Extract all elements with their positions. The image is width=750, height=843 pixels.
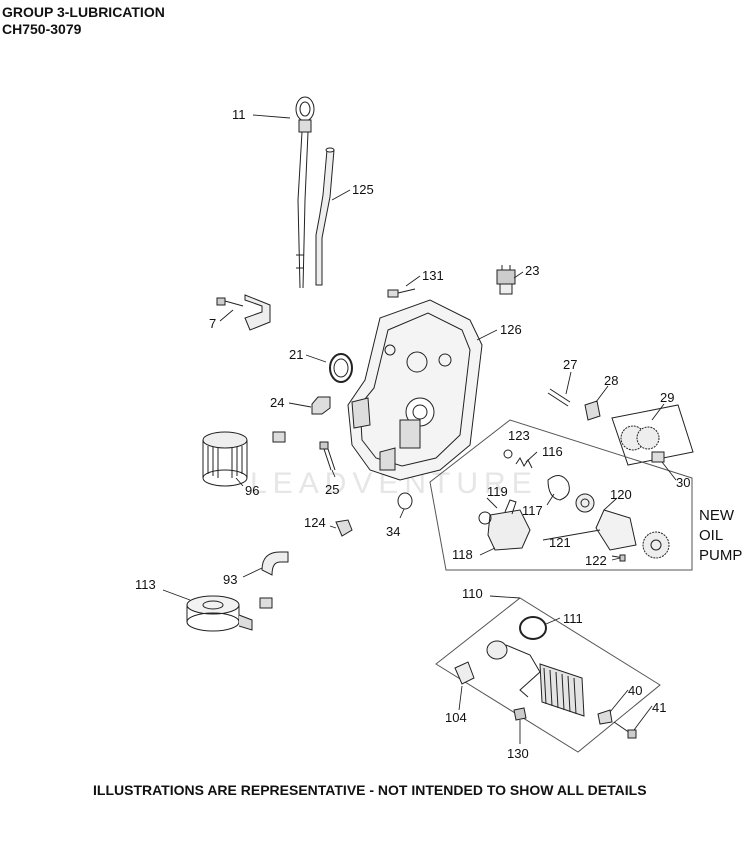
part-123-ball [503, 449, 513, 459]
callout-110: 110 [462, 586, 483, 601]
part-41-bolt [613, 721, 637, 739]
callout-117: 117 [522, 503, 543, 518]
part-111-o-ring [519, 616, 547, 640]
callout-122: 122 [585, 553, 607, 568]
callout-104: 104 [445, 710, 467, 725]
callout-119: 119 [487, 484, 508, 499]
part-118-oil-pickup [478, 499, 531, 551]
callout-116: 116 [542, 444, 563, 459]
part-11-dipstick [295, 96, 315, 289]
callout-124: 124 [304, 515, 326, 530]
callout-28: 28 [604, 373, 618, 388]
new-oil-pump-line-1: NEW [699, 507, 735, 524]
part-110-oil-cooler-kit-frame [435, 597, 661, 753]
oil-cooler-core [486, 640, 585, 717]
part-24-fitting [311, 396, 331, 415]
part-34-washer [397, 492, 413, 510]
part-29-gear-assembly [611, 404, 694, 466]
part-120-oil-pump [575, 493, 670, 559]
callout-113: 113 [135, 577, 156, 592]
part-28-part [584, 400, 601, 421]
new-oil-pump-label: NEW OIL PUMP [699, 507, 742, 564]
callout-125: 125 [352, 182, 374, 197]
part-113-filter-adapter [186, 595, 273, 632]
new-oil-pump-line-3: PUMP [699, 547, 742, 564]
model-number: CH750-3079 [2, 21, 82, 37]
part-126-closure-plate [347, 299, 483, 481]
leader-lines [162, 114, 677, 744]
callout-121: 121 [549, 535, 571, 550]
new-oil-pump-line-2: OIL [699, 527, 723, 544]
callout-130: 130 [507, 746, 529, 761]
callout-labels: 11 125 131 23 7 126 21 27 28 29 24 123 1… [135, 107, 690, 761]
callout-120: 120 [610, 487, 632, 502]
part-131-screw [387, 288, 416, 298]
callout-23: 23 [525, 263, 539, 278]
callout-40: 40 [628, 683, 642, 698]
part-21-oil-seal [329, 353, 353, 383]
part-117-o-ring [547, 475, 570, 501]
callout-123: 123 [508, 428, 530, 443]
callout-131: 131 [422, 268, 444, 283]
part-124-fitting [335, 519, 353, 537]
callout-118: 118 [452, 547, 473, 562]
part-30-shaft [651, 451, 665, 463]
part-130-nut [513, 707, 527, 721]
callout-24: 24 [270, 395, 284, 410]
callout-41: 41 [652, 700, 666, 715]
part-116-spring [515, 457, 533, 469]
new-oil-pump-group-frame [429, 419, 693, 571]
callout-96: 96 [245, 483, 259, 498]
part-96-oil-filter [202, 431, 248, 487]
part-27-pin [547, 388, 571, 407]
callout-21: 21 [289, 347, 303, 362]
part-40-clip [597, 709, 613, 725]
callout-27: 27 [563, 357, 577, 372]
callout-93: 93 [223, 572, 237, 587]
callout-111: 111 [563, 611, 583, 626]
part-93-hose [261, 551, 289, 576]
disclaimer-note: ILLUSTRATIONS ARE REPRESENTATIVE - NOT I… [93, 782, 647, 798]
callout-126: 126 [500, 322, 522, 337]
part-25-bolt [272, 431, 336, 471]
part-104-nipple [454, 661, 475, 685]
callout-29: 29 [660, 390, 674, 405]
callout-11: 11 [232, 107, 246, 122]
part-125-dipstick-tube [315, 147, 335, 286]
part-7-bracket [216, 294, 271, 331]
callout-25: 25 [325, 482, 339, 497]
callout-34: 34 [386, 524, 400, 539]
callout-7: 7 [209, 316, 216, 331]
part-23-oil-sensor [496, 265, 516, 295]
diagram-title: GROUP 3-LUBRICATION [2, 4, 165, 20]
callout-30: 30 [676, 475, 690, 490]
